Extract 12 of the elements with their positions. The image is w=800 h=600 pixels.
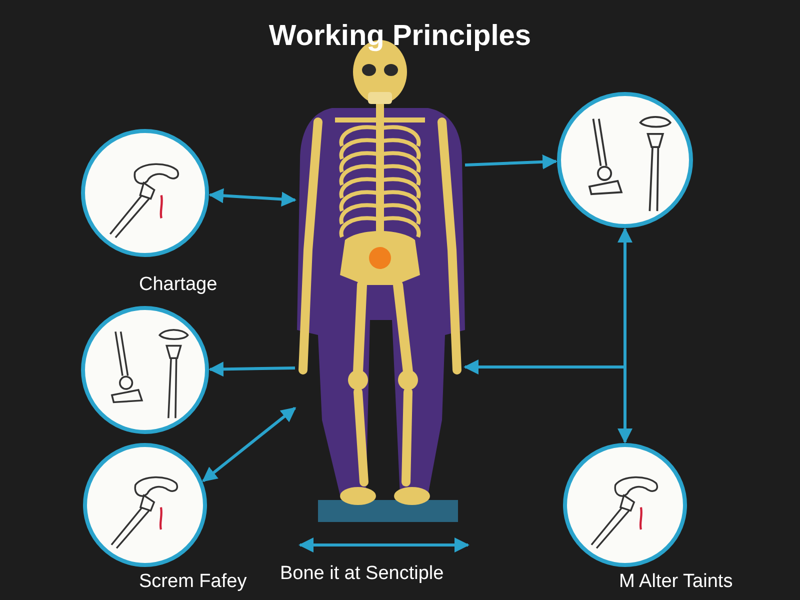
title: Working Principles: [268, 20, 532, 52]
node-caption: Screm Fafey: [139, 571, 247, 593]
node-caption: M Alter Taints: [619, 571, 733, 593]
arrow: [208, 188, 296, 207]
arrow: [208, 362, 296, 377]
arrow: [618, 228, 632, 367]
arrow: [202, 406, 296, 482]
arrow: [618, 367, 632, 444]
caption: Bone it at Senctiple: [280, 563, 444, 585]
arrow: [464, 154, 558, 170]
node-caption: Chartage: [139, 274, 218, 296]
arrow: [464, 360, 625, 374]
